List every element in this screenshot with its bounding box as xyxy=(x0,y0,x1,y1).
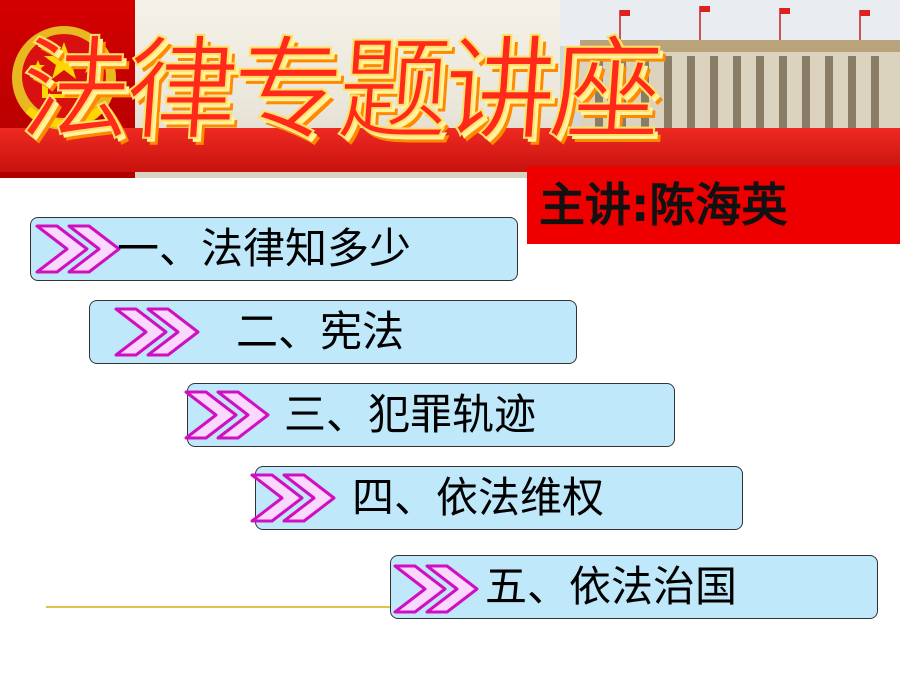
menu-item-2[interactable]: 二、宪法 xyxy=(89,300,577,364)
menu-item-4[interactable]: 四、依法维权 xyxy=(250,466,743,530)
menu-item-label: 四、依法维权 xyxy=(352,473,605,522)
menu-item-label: 一、法律知多少 xyxy=(117,224,412,273)
menu-item-3[interactable]: 三、犯罪轨迹 xyxy=(184,383,675,447)
double-chevron-arrow-icon xyxy=(393,564,479,614)
menu-item-label: 五、依法治国 xyxy=(485,562,738,611)
double-chevron-arrow-icon xyxy=(250,473,336,523)
header-banner: 法律专题讲座 xyxy=(0,0,900,178)
speaker-box: 主讲:陈海英 xyxy=(527,166,900,244)
double-chevron-arrow-icon xyxy=(35,224,121,274)
double-chevron-arrow-icon xyxy=(184,390,270,440)
double-chevron-arrow-icon xyxy=(114,307,200,357)
menu-item-5[interactable]: 五、依法治国 xyxy=(390,555,878,619)
menu-item-1[interactable]: 一、法律知多少 xyxy=(30,217,518,281)
speaker-label: 主讲:陈海英 xyxy=(539,178,788,232)
banner-red-band xyxy=(0,128,900,172)
menu-item-label: 三、犯罪轨迹 xyxy=(284,390,537,439)
national-emblem-icon xyxy=(12,26,116,130)
divider-line xyxy=(46,606,400,608)
menu-item-label: 二、宪法 xyxy=(236,307,405,356)
great-hall-building-icon xyxy=(560,0,900,140)
lecture-title: 法律专题讲座 xyxy=(14,25,661,157)
